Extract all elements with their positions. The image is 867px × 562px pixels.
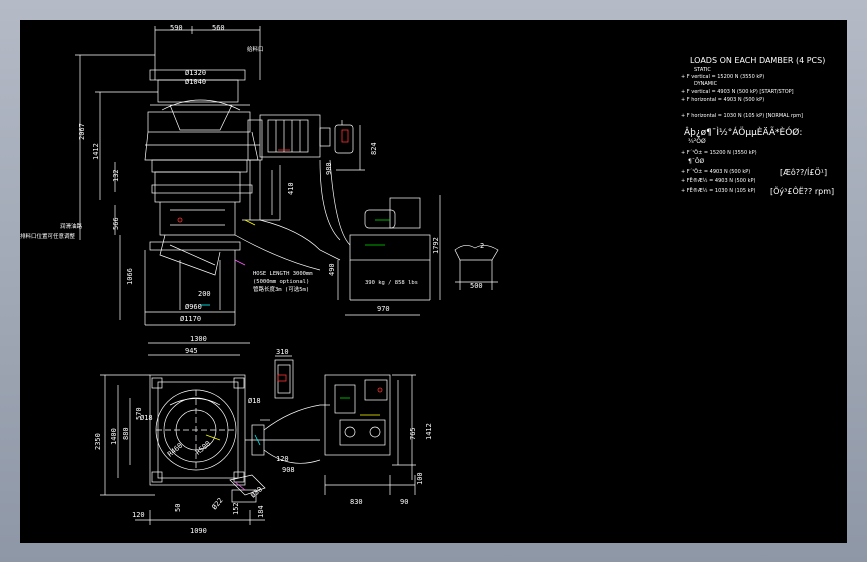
dim-310: 310 [276, 348, 289, 356]
dim-132: 132 [112, 169, 120, 182]
feed-label: 给料口 [247, 45, 264, 53]
garbled-static-vertical: + F´¹Ö± = 15200 N (3550 kP) [681, 149, 757, 156]
dim-90: 90 [400, 498, 408, 506]
dim-50: 50 [174, 504, 182, 512]
garbled-static: ¾²ÔØ [688, 138, 706, 145]
plan-view-accents [205, 374, 383, 491]
dim-560: 560 [212, 24, 225, 32]
hose-note-1: HOSE LENGTH 3000mm [253, 271, 313, 277]
hose-note-2: (5000mm optional) [253, 279, 309, 285]
dim-980: 980 [325, 162, 333, 175]
dim-410: 410 [287, 182, 295, 195]
plan-view-labels: 1300 945 310 2350 1400 880 570 Ø18 Ø18 R… [94, 335, 433, 535]
dim-1066: 1066 [126, 268, 134, 285]
outlet-label: 排料口位置可任意调整 [20, 232, 76, 240]
dim-830: 830 [350, 498, 363, 506]
dim-500: 500 [470, 282, 483, 290]
front-view-accents [177, 129, 390, 306]
dyn-horizontal: + F horizontal = 4903 N (500 kP) [681, 97, 764, 103]
dim-d30: Ø30 [249, 485, 264, 499]
loads-title: LOADS ON EACH DAMBER (4 PCS) [690, 56, 825, 65]
label-d18-right: Ø18 [248, 397, 261, 405]
dim-566: 566 [112, 217, 120, 230]
dim-490: 490 [328, 263, 336, 276]
dim-1300: 1300 [190, 335, 207, 343]
dim-570: 570 [135, 407, 143, 420]
dyn-vertical: + F vertical = 4903 N (500 kP) [START/ST… [681, 89, 794, 95]
dim-152: 152 [232, 502, 240, 515]
cad-drawing: 590 560 Ø1320 Ø1040 2067 1412 132 566 10… [20, 24, 834, 535]
dim-100: 100 [416, 472, 424, 485]
dim-2350: 2350 [94, 433, 102, 450]
dim-184: 184 [257, 505, 265, 518]
garbled-bracket: [Æô??/Í£Ö¹] [780, 166, 827, 177]
garbled-dynamic: ¶¯ÔØ [688, 158, 705, 165]
dim-d22: Ø22 [210, 496, 224, 511]
plan-view [100, 342, 416, 525]
hose-note-3: 管路长度3m (可选5m) [253, 285, 309, 293]
garbled-bracket-2: [Õý³£ÔË?? rpm] [770, 185, 834, 196]
loads-table: LOADS ON EACH DAMBER (4 PCS) STATIC + F … [681, 56, 834, 196]
dim-970: 970 [377, 305, 390, 313]
dim-1412: 1412 [92, 143, 100, 160]
dim-d1320: Ø1320 [185, 69, 206, 77]
dyn-normal: + F horizontal = 1030 N (105 kP) [NORMAL… [681, 113, 803, 119]
dim-908: 908 [282, 466, 295, 474]
dim-d960: Ø960 [185, 303, 202, 311]
dim-1412-plan: 1412 [425, 423, 433, 440]
dim-1400: 1400 [110, 428, 118, 445]
dim-1090: 1090 [190, 527, 207, 535]
label-r500: R500 [194, 440, 212, 457]
dim-1792: 1792 [432, 237, 440, 254]
front-view-labels: 590 560 Ø1320 Ø1040 2067 1412 132 566 10… [20, 24, 484, 323]
dynamic-label: DYNAMIC [694, 81, 718, 87]
garbled-horizontal: + FË®Æ½ = 4903 N (500 kP) [681, 177, 756, 184]
dim-765: 765 [409, 427, 417, 440]
dim-d1040: Ø1040 [185, 78, 206, 86]
dim-824: 824 [370, 142, 378, 155]
dim-590: 590 [170, 24, 183, 32]
garbled-heading: Âþ¿ø¶¯Ì½°ÁÖµµÈÄÃ*ÈÓØ: [684, 126, 802, 138]
garbled-vertical: + F´¹Ö± = 4903 N (500 kP) [681, 168, 750, 175]
dim-945: 945 [185, 347, 198, 355]
label-d18-left: Ø18 [140, 414, 153, 422]
static-vertical: + F vertical = 15200 N (3550 kP) [681, 74, 764, 80]
dim-2067: 2067 [78, 123, 86, 140]
oil-label: 润滑油路 [60, 222, 83, 230]
dim-120-bottom: 120 [132, 511, 145, 519]
weight-note: 390 kg / 858 lbs [365, 280, 418, 286]
front-view [75, 26, 499, 326]
dim-120-mid: 120 [276, 455, 289, 463]
static-label: STATIC [694, 67, 711, 73]
garbled-horizontal-2: + FË®Æ½ = 1030 N (105 kP) [681, 187, 756, 194]
dim-200: 200 [198, 290, 211, 298]
cad-drawing-canvas: 590 560 Ø1320 Ø1040 2067 1412 132 566 10… [20, 20, 847, 543]
gear-label: 2 [480, 242, 484, 250]
dim-d1170: Ø1170 [180, 315, 201, 323]
dim-880: 880 [122, 427, 130, 440]
